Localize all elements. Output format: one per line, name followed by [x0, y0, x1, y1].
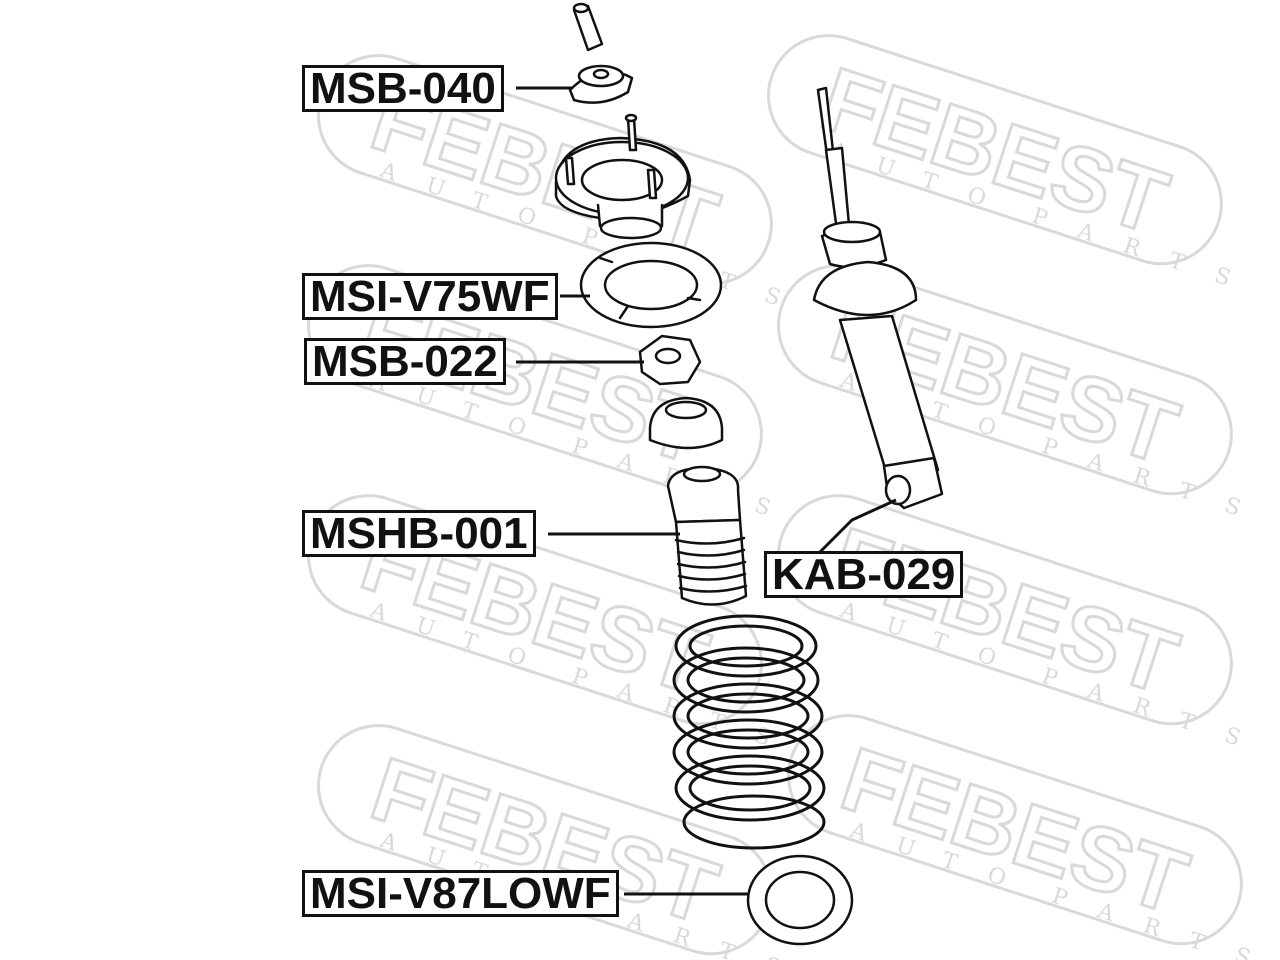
leader-lines [516, 86, 897, 896]
watermark-logo: FEBEST [777, 494, 1233, 726]
top-pin [572, 2, 604, 52]
part-label-msiv87lowf[interactable]: MSI-V87LOWF [302, 870, 619, 917]
part-label-msiv75wf[interactable]: MSI-V75WF [302, 273, 558, 320]
coil-spring [672, 614, 826, 850]
bump-cup [648, 396, 724, 450]
watermark-subtext-letter: T [1176, 478, 1198, 506]
watermark-logo: FEBEST [317, 724, 773, 956]
watermark-subtext-letter: T [716, 938, 738, 960]
lower-insulator [746, 854, 854, 946]
watermark-brand-text: FEBEST [830, 729, 1199, 934]
watermark-subtext-letter: T [1166, 248, 1188, 276]
leader-line-kab029 [818, 498, 897, 554]
shock-absorber [812, 86, 944, 510]
part-label-msb040[interactable]: MSB-040 [302, 65, 504, 112]
watermark-subtext-letter: S [751, 493, 773, 521]
part-label-kab029[interactable]: KAB-029 [764, 551, 964, 598]
part-label-msb022[interactable]: MSB-022 [304, 338, 506, 385]
nut [638, 334, 702, 386]
watermark-subtext-letter: S [1221, 723, 1243, 751]
upper-insulator [579, 241, 723, 329]
bump-stop-boot [666, 465, 748, 606]
watermark-brand-text: FEBEST [820, 509, 1189, 714]
part-label-mshb001[interactable]: MSHB-001 [302, 510, 536, 557]
watermark-subtext-letter: S [1211, 263, 1233, 291]
watermark-subtext-letter: S [1231, 943, 1253, 960]
watermark-subtext-letter: T [1186, 928, 1208, 956]
watermark-subtext-letter: S [761, 283, 783, 311]
strut-mount [554, 113, 692, 240]
watermark-subtext-letter: S [761, 953, 783, 960]
upper-bushing [568, 64, 634, 104]
watermark-subtext-letter: T [1176, 708, 1198, 736]
watermark-subtext-letter: S [1221, 493, 1243, 521]
